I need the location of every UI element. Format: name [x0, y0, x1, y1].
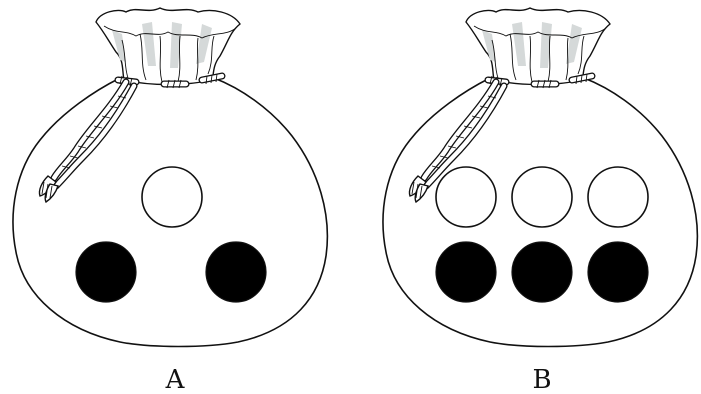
- black-ball: [588, 242, 648, 302]
- black-ball: [436, 242, 496, 302]
- bag-b: B: [383, 8, 697, 394]
- black-ball: [76, 242, 136, 302]
- bag-a-label: A: [165, 365, 186, 394]
- bag-a: A: [13, 8, 327, 394]
- black-ball: [206, 242, 266, 302]
- white-ball: [142, 167, 202, 227]
- black-ball: [512, 242, 572, 302]
- white-ball: [436, 167, 496, 227]
- white-ball: [588, 167, 648, 227]
- white-ball: [512, 167, 572, 227]
- bag-b-label: B: [532, 365, 551, 394]
